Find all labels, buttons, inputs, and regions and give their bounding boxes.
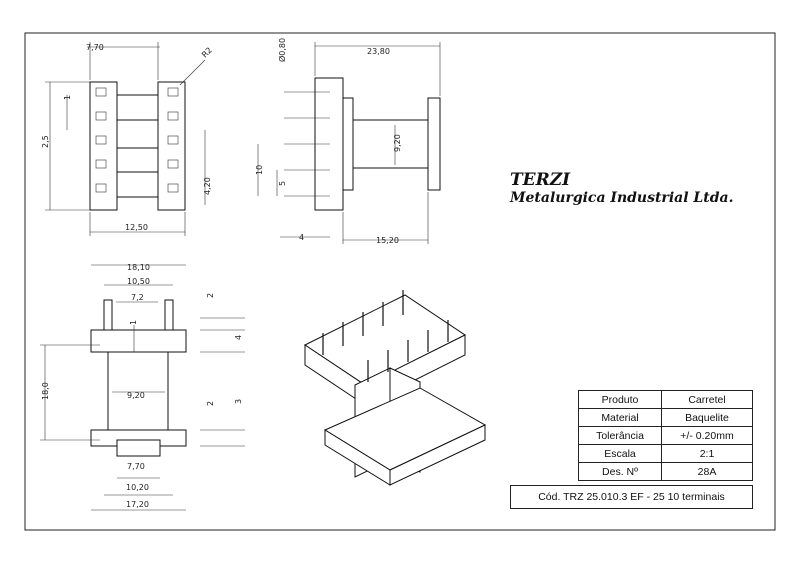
sheet-border xyxy=(24,32,776,531)
dim-2-5: 2,5 xyxy=(41,135,50,148)
table-row: Produto Carretel xyxy=(578,390,753,409)
dim-3: 3 xyxy=(234,399,243,404)
row-label-des: Des. Nº xyxy=(578,462,662,481)
dim-1-bottom: 1 xyxy=(129,320,138,325)
dim-4-20: 4,20 xyxy=(203,177,212,195)
row-value-des: 28A xyxy=(661,462,753,481)
row-value-tolerancia: +/- 0.20mm xyxy=(661,426,753,445)
row-value-produto: Carretel xyxy=(661,390,753,409)
dim-5: 5 xyxy=(278,181,287,186)
dim-10-50: 10,50 xyxy=(127,277,150,286)
dim-10-20: 10,20 xyxy=(126,483,149,492)
dim-r2: R2 xyxy=(200,46,214,60)
table-row: Tolerância +/- 0.20mm xyxy=(578,426,753,445)
dim-7-70: 7,70 xyxy=(86,43,104,52)
row-label-produto: Produto xyxy=(578,390,662,409)
row-label-escala: Escala xyxy=(578,444,662,463)
row-value-material: Baquelite xyxy=(661,408,753,427)
row-value-escala: 2:1 xyxy=(661,444,753,463)
dim-23-80: 23,80 xyxy=(367,47,390,56)
table-row: Escala 2:1 xyxy=(578,444,753,463)
dim-12-50: 12,50 xyxy=(125,223,148,232)
dim-2-top: 2 xyxy=(206,293,215,298)
dim-7-2: 7,2 xyxy=(131,293,144,302)
dim-2-lower: 2 xyxy=(206,401,215,406)
dim-17-20: 17,20 xyxy=(126,500,149,509)
row-label-tolerancia: Tolerância xyxy=(578,426,662,445)
dim-7-70-bottom: 7,70 xyxy=(127,462,145,471)
row-label-material: Material xyxy=(578,408,662,427)
dim-10: 10 xyxy=(255,165,264,175)
company-name: TERZI xyxy=(510,170,571,190)
dim-pin-diameter: Ø0,80 xyxy=(277,38,287,62)
dim-4-bottom: 4 xyxy=(234,335,243,340)
dim-9-20-side: 9,20 xyxy=(393,134,402,152)
table-row: Material Baquelite xyxy=(578,408,753,427)
title-block: Produto Carretel Material Baquelite Tole… xyxy=(510,390,753,510)
front-view xyxy=(45,42,206,236)
table-row: Des. Nº 28A xyxy=(578,462,753,481)
dim-18-10: 18,10 xyxy=(127,263,150,272)
dim-1: 1 xyxy=(63,95,72,100)
company-subtitle: Metalurgica Industrial Ltda. xyxy=(510,190,734,206)
side-view xyxy=(257,42,441,244)
dim-15-20: 15,20 xyxy=(376,236,399,245)
isometric-view xyxy=(304,290,487,486)
dim-9-20-bottom: 9,20 xyxy=(127,391,145,400)
title-block-table: Produto Carretel Material Baquelite Tole… xyxy=(578,390,753,481)
product-code: Cód. TRZ 25.010.3 EF - 25 10 terminais xyxy=(510,485,753,509)
bottom-view xyxy=(40,264,245,511)
dim-4: 4 xyxy=(299,233,304,242)
dim-18-0: 18,0 xyxy=(41,382,50,400)
